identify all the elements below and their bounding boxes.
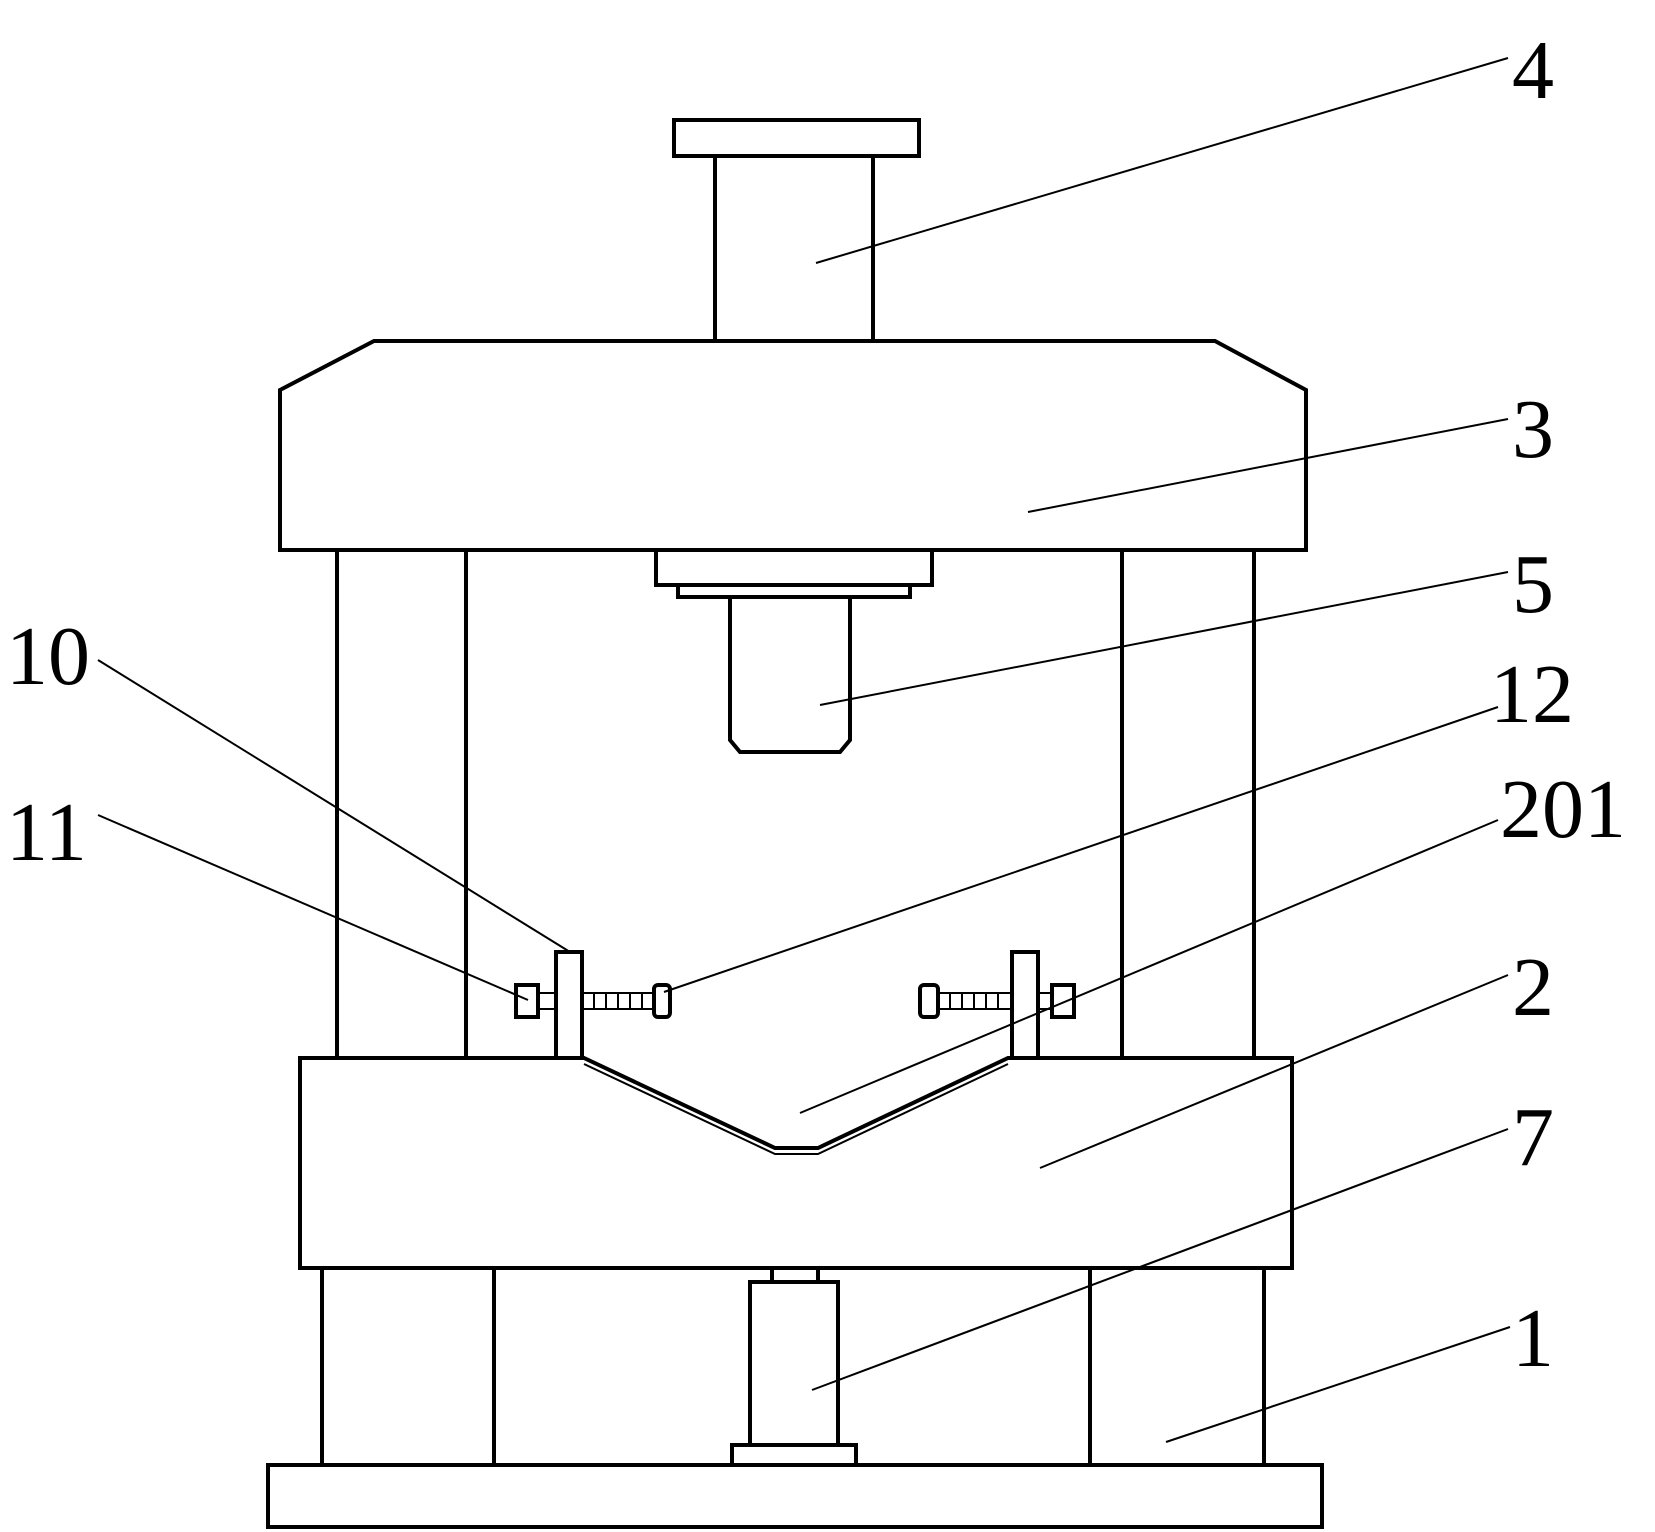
top-cylinder-body <box>713 154 875 343</box>
label-12: 12 <box>1490 648 1574 741</box>
top-cylinder-cap <box>672 118 921 158</box>
leader-4 <box>815 57 1509 264</box>
leader-5 <box>819 571 1509 706</box>
leader-3 <box>1027 418 1509 513</box>
screw-thread-marks-right <box>949 993 999 1009</box>
lower-cylinder-rod <box>770 1266 820 1284</box>
v-groove-lining <box>583 1063 1009 1155</box>
lower-cylinder-foot <box>730 1443 858 1467</box>
leader-1 <box>1165 1326 1511 1443</box>
stop-plate-right <box>1010 950 1040 1060</box>
punch-mount <box>654 548 934 587</box>
nut-right <box>1050 983 1076 1019</box>
label-2: 2 <box>1512 941 1554 1034</box>
screw-head-right <box>918 983 940 1019</box>
label-5: 5 <box>1512 538 1554 631</box>
leader-11 <box>97 814 529 1001</box>
label-201: 201 <box>1500 763 1626 856</box>
label-1: 1 <box>1512 1292 1554 1385</box>
label-4: 4 <box>1512 24 1554 117</box>
leader-7 <box>811 1128 1509 1391</box>
leader-12 <box>663 706 1499 993</box>
screw-head-left <box>652 983 672 1019</box>
lower-die-block <box>298 1056 1294 1270</box>
screw-thread-marks-left <box>593 993 643 1009</box>
upper-punch <box>728 595 852 754</box>
lower-cylinder-body <box>748 1280 840 1447</box>
label-11: 11 <box>6 786 87 879</box>
lower-leg-left <box>320 1266 496 1467</box>
leader-10 <box>97 659 571 953</box>
lower-leg-right <box>1088 1266 1266 1467</box>
base-plate <box>266 1463 1324 1529</box>
label-3: 3 <box>1512 383 1554 476</box>
top-crossbeam <box>278 339 1308 552</box>
label-7: 7 <box>1512 1091 1554 1184</box>
label-10: 10 <box>6 610 90 703</box>
leader-2 <box>1039 974 1509 1169</box>
nut-left <box>514 983 540 1019</box>
stop-plate-left <box>554 950 584 1060</box>
leader-201 <box>799 819 1499 1114</box>
